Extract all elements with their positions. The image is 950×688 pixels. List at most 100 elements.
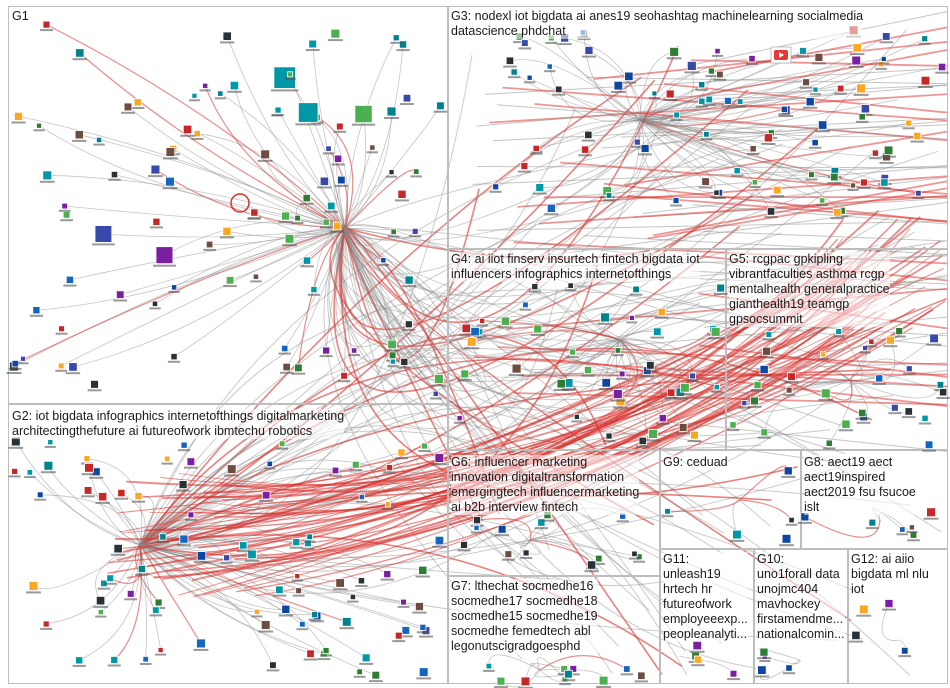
graph-node — [251, 609, 262, 617]
graph-node — [161, 456, 173, 465]
graph-node — [11, 112, 25, 123]
graph-node — [384, 107, 399, 119]
graph-node — [176, 481, 190, 492]
graph-node — [667, 47, 682, 59]
graph-node — [333, 579, 348, 591]
graph-node — [203, 241, 216, 251]
graph-node — [24, 470, 35, 479]
graph-node — [530, 145, 542, 154]
graph-node — [40, 621, 52, 630]
graph-node — [755, 666, 770, 678]
graph-node — [849, 631, 863, 642]
graph-node — [599, 379, 614, 391]
graph-node — [354, 669, 366, 678]
graph-node — [854, 84, 869, 96]
graph-node — [95, 493, 109, 504]
graph-node — [757, 365, 771, 376]
graph-node — [177, 535, 191, 546]
graph-node — [237, 542, 250, 553]
graph-node — [903, 120, 915, 129]
graph-node — [248, 209, 261, 219]
graph-node — [833, 329, 845, 338]
graph-node — [60, 212, 73, 222]
graph-node — [458, 370, 472, 381]
graph-node — [617, 513, 629, 522]
graph-node — [135, 565, 148, 575]
graph-node — [907, 532, 920, 542]
graph-node — [8, 437, 23, 449]
graph-node — [783, 665, 795, 674]
graph-node — [520, 302, 532, 311]
graph-node — [324, 202, 338, 213]
graph-node — [331, 155, 344, 165]
graph-node — [849, 56, 864, 68]
graph-node — [258, 150, 273, 162]
graph-node — [150, 218, 163, 228]
graph-node — [227, 81, 241, 92]
graph-node — [919, 415, 931, 424]
graph-node — [818, 389, 833, 401]
graph-node — [333, 123, 346, 133]
graph-node — [749, 180, 760, 188]
graph-node — [295, 103, 321, 126]
graph-node — [381, 571, 394, 581]
graph-node — [108, 656, 121, 666]
graph-node — [714, 284, 728, 295]
graph-node — [902, 408, 916, 418]
graph-node — [220, 227, 234, 238]
graph-node — [402, 276, 416, 287]
graph-node — [131, 99, 144, 109]
graph-node — [879, 33, 893, 44]
graph-node — [670, 198, 682, 207]
graph-node — [779, 534, 794, 546]
graph-node — [398, 599, 410, 608]
graph-node — [355, 578, 367, 587]
graph-node — [906, 525, 917, 533]
graph-node — [432, 536, 447, 548]
graph-node — [911, 132, 924, 142]
graph-node — [508, 69, 520, 78]
graph-node — [329, 467, 342, 477]
graph-node — [903, 366, 915, 375]
graph-node — [727, 422, 739, 431]
graph-node — [386, 170, 397, 178]
graph-node — [224, 465, 239, 477]
graph-node — [66, 363, 81, 375]
graph-node — [280, 363, 294, 374]
graph-node — [616, 371, 628, 380]
graph-node — [731, 168, 743, 177]
graph-node — [696, 82, 708, 91]
graph-node — [390, 35, 402, 44]
graph-node — [267, 662, 280, 672]
graph-node — [676, 424, 690, 435]
graph-node — [662, 509, 674, 518]
graph-node — [490, 184, 502, 193]
graph-node — [878, 56, 889, 64]
graph-node — [622, 72, 637, 84]
graph-node — [464, 337, 479, 349]
graph-node — [200, 83, 211, 91]
graph-node — [763, 332, 775, 341]
graph-node — [483, 663, 495, 672]
graph-node — [194, 639, 209, 651]
graph-node — [108, 171, 120, 180]
graph-node — [596, 676, 611, 688]
graph-node — [898, 647, 911, 657]
graph-node — [746, 56, 758, 65]
graph-node — [184, 458, 198, 469]
graph-node — [758, 429, 771, 439]
graph-node — [149, 301, 160, 309]
youtube-icon — [771, 47, 791, 63]
graph-node — [739, 401, 750, 409]
graph-node — [276, 441, 288, 450]
graph-node — [418, 443, 430, 452]
graph-node — [803, 98, 817, 109]
graph-node — [888, 404, 901, 414]
graph-node — [9, 468, 21, 477]
graph-node — [730, 530, 745, 542]
graph-node — [783, 387, 795, 396]
graph-node — [378, 258, 389, 266]
graph-node — [412, 603, 426, 614]
graph-node — [290, 539, 303, 549]
